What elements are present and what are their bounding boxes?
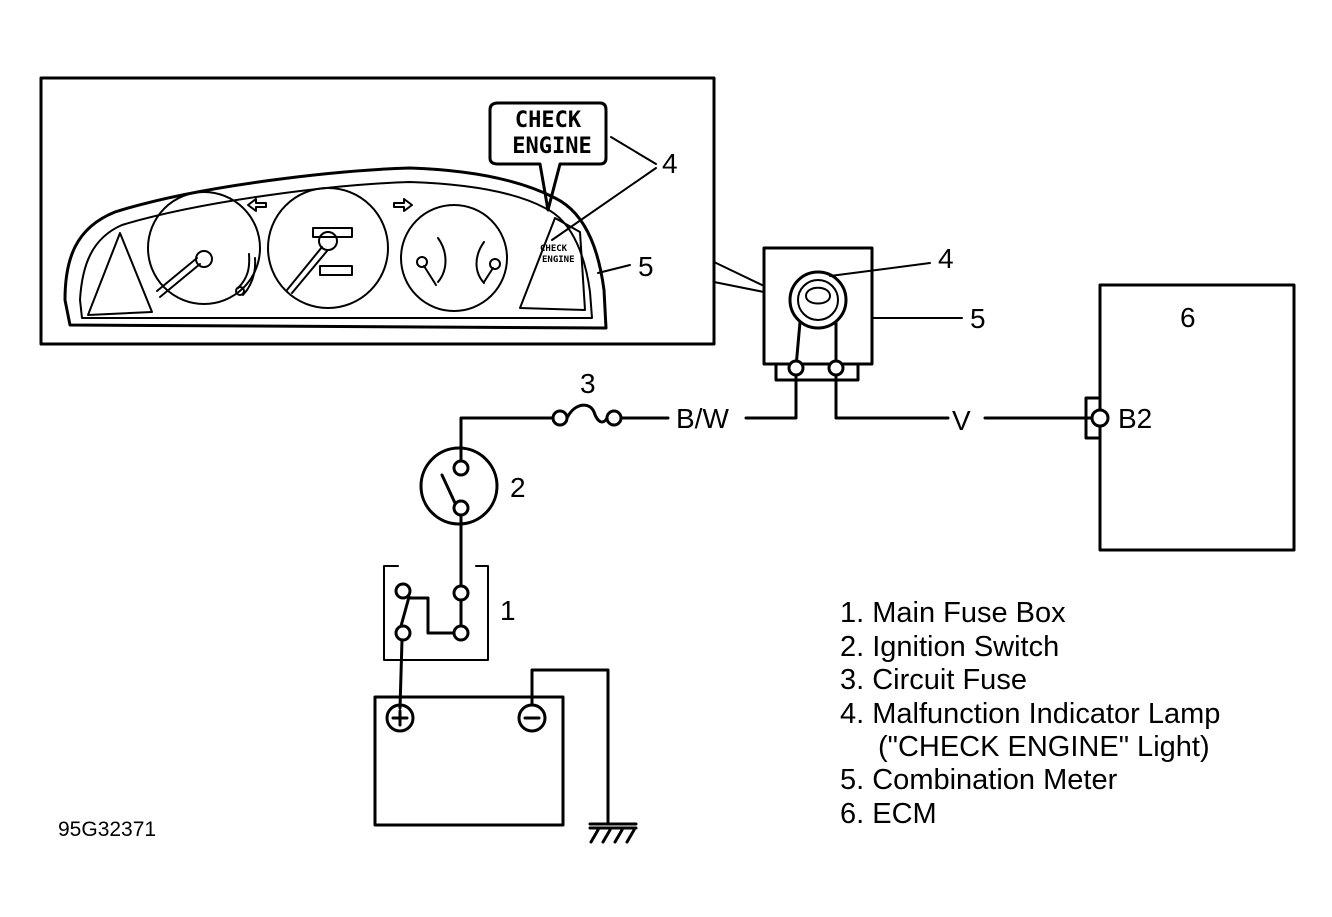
legend-item-5: 5. Combination Meter — [840, 764, 1118, 796]
legend-item-1: 1. Main Fuse Box — [840, 597, 1066, 629]
check-engine-balloon: CHECK ENGINE — [488, 101, 608, 212]
legend-item-4-sub: ("CHECK ENGINE" Light) — [878, 731, 1210, 763]
wire-ground — [530, 668, 610, 824]
fuse-box-outline — [383, 565, 489, 661]
callout-5-meter: 5 — [970, 303, 986, 334]
callout-4-inset: 4 — [662, 148, 678, 179]
legend-item-6: 6. ECM — [840, 798, 937, 830]
wire-v-left — [834, 373, 950, 420]
fuel-temp-gauge — [400, 204, 508, 312]
right-warning-window — [519, 217, 586, 311]
circuit-fuse: 3 — [551, 368, 623, 427]
callout-4-lamp: 4 — [938, 243, 954, 274]
callout-2-ignition: 2 — [510, 472, 526, 503]
left-warning-window — [87, 232, 153, 316]
battery — [373, 695, 565, 827]
figure-code: 95G32371 — [58, 818, 156, 841]
ecm-unit: 6 B2 — [1084, 283, 1296, 552]
left-turn-arrow-icon — [247, 198, 267, 212]
main-fuse-box: 1 — [383, 565, 516, 661]
combination-meter-connector: 4 5 — [762, 243, 986, 382]
battery-body — [373, 695, 565, 827]
wire-label-bw: B/W — [676, 403, 729, 434]
wire-bw-right — [744, 373, 798, 420]
check-engine-label-line2: ENGINE — [512, 134, 591, 159]
tachometer-gauge — [147, 191, 261, 305]
callout-6-ecm: 6 — [1180, 302, 1196, 333]
callout-5-inset: 5 — [638, 251, 654, 282]
combination-meter-inset: CHECK ENGINE — [39, 76, 765, 346]
ecm-terminal-label: B2 — [1118, 403, 1152, 434]
lamp-bulb-icon — [788, 270, 848, 330]
ignition-switch: 2 — [419, 446, 526, 526]
legend-item-2: 2. Ignition Switch — [840, 631, 1059, 663]
meter-body — [762, 246, 874, 366]
wiring: V B/W 3 2 — [373, 368, 1094, 844]
battery-positive-icon — [385, 703, 415, 733]
legend-item-4: 4. Malfunction Indicator Lamp — [840, 698, 1220, 730]
legend-item-3: 3. Circuit Fuse — [840, 664, 1027, 696]
check-engine-small-line1: CHECK — [540, 244, 568, 254]
meter-terminal-right — [827, 359, 845, 377]
legend: 1. Main Fuse Box 2. Ignition Switch 3. C… — [840, 597, 1220, 830]
inset-frame — [39, 76, 716, 346]
right-turn-arrow-icon — [393, 198, 413, 212]
ecm-terminal-b2 — [1090, 408, 1110, 428]
callout-3-fuse: 3 — [580, 368, 596, 399]
speedometer-gauge — [267, 187, 389, 309]
callout-1-fusebox: 1 — [500, 595, 516, 626]
check-engine-label-line1: CHECK — [515, 108, 582, 133]
meter-terminal-block — [774, 362, 860, 382]
meter-terminal-left — [787, 359, 805, 377]
inset-leader-lower — [713, 281, 765, 293]
inset-leader-upper — [713, 261, 765, 287]
wire-label-v: V — [952, 405, 971, 436]
ground-symbol-icon — [588, 822, 638, 844]
lamp-balloon-leader-2 — [551, 167, 657, 241]
wire-fuse-to-ignition — [459, 416, 555, 464]
lamp-leader — [829, 262, 931, 277]
check-engine-small-line2: ENGINE — [542, 255, 575, 265]
lamp-balloon-leader-1 — [610, 136, 657, 165]
instrument-cluster-outline: CHECK ENGINE — [63, 166, 608, 330]
meter-inset-leader — [597, 264, 631, 274]
